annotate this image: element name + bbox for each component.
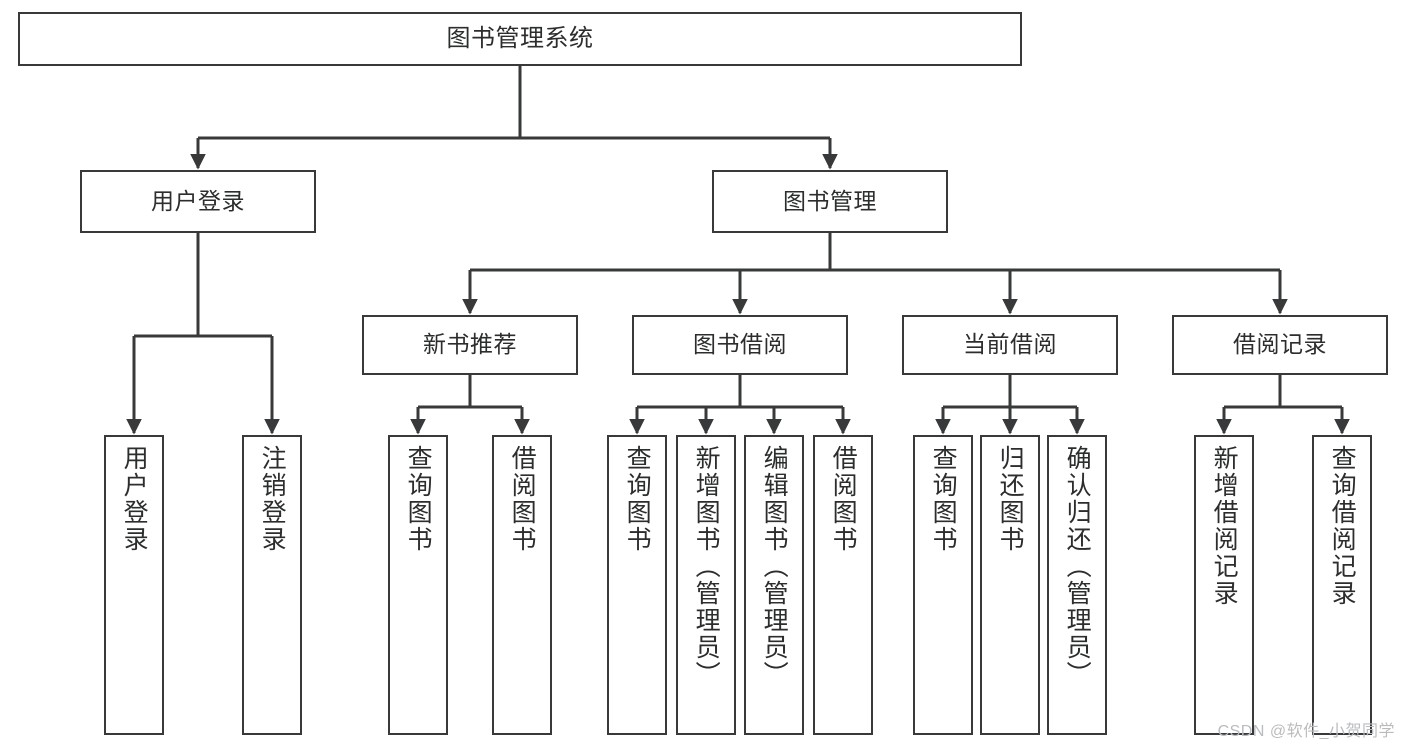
- leaf-borrow-edit-book-admin[interactable]: 编辑图书（管理员）: [744, 435, 804, 735]
- node-label: 查询图书: [404, 445, 433, 553]
- leaf-current-query-book[interactable]: 查询图书: [913, 435, 973, 735]
- leaf-current-confirm-return-admin[interactable]: 确认归还（管理员）: [1047, 435, 1107, 735]
- node-label: 注销登录: [258, 445, 287, 553]
- leaf-borrow-add-book-admin[interactable]: 新增图书（管理员）: [676, 435, 736, 735]
- node-label: 图书管理: [783, 187, 877, 214]
- node-label: 新增图书（管理员）: [692, 445, 721, 688]
- leaf-recommend-borrow-book[interactable]: 借阅图书: [492, 435, 552, 735]
- node-root-system[interactable]: 图书管理系统: [18, 12, 1022, 66]
- node-label: 查询图书: [929, 445, 958, 553]
- node-current-borrow[interactable]: 当前借阅: [902, 315, 1118, 375]
- node-label: 用户登录: [120, 445, 149, 553]
- node-label: 查询借阅记录: [1328, 445, 1357, 607]
- node-label: 新书推荐: [423, 331, 517, 358]
- node-book-borrow[interactable]: 图书借阅: [632, 315, 848, 375]
- node-user-login[interactable]: 用户登录: [80, 170, 316, 233]
- leaf-borrow-borrow-book[interactable]: 借阅图书: [813, 435, 873, 735]
- node-label: 归还图书: [996, 445, 1025, 553]
- node-label: 新增借阅记录: [1210, 445, 1239, 607]
- leaf-borrow-query-book[interactable]: 查询图书: [607, 435, 667, 735]
- node-label: 借阅图书: [508, 445, 537, 553]
- node-label: 借阅记录: [1233, 331, 1327, 358]
- leaf-logout[interactable]: 注销登录: [242, 435, 302, 735]
- node-book-management[interactable]: 图书管理: [712, 170, 948, 233]
- leaf-record-query-borrow-record[interactable]: 查询借阅记录: [1312, 435, 1372, 735]
- leaf-current-return-book[interactable]: 归还图书: [980, 435, 1040, 735]
- node-label: 确认归还（管理员）: [1063, 445, 1092, 688]
- node-label: 查询图书: [623, 445, 652, 553]
- node-label: 编辑图书（管理员）: [760, 445, 789, 688]
- node-label: 用户登录: [151, 187, 245, 214]
- node-label: 图书借阅: [693, 331, 787, 358]
- node-borrow-record[interactable]: 借阅记录: [1172, 315, 1388, 375]
- leaf-user-login[interactable]: 用户登录: [104, 435, 164, 735]
- leaf-recommend-query-book[interactable]: 查询图书: [388, 435, 448, 735]
- leaf-record-add-borrow-record[interactable]: 新增借阅记录: [1194, 435, 1254, 735]
- node-label: 图书管理系统: [446, 24, 594, 52]
- node-label: 当前借阅: [963, 331, 1057, 358]
- node-new-book-recommend[interactable]: 新书推荐: [362, 315, 578, 375]
- csdn-watermark: CSDN @软件_小贺同学: [1217, 723, 1395, 740]
- node-label: 借阅图书: [829, 445, 858, 553]
